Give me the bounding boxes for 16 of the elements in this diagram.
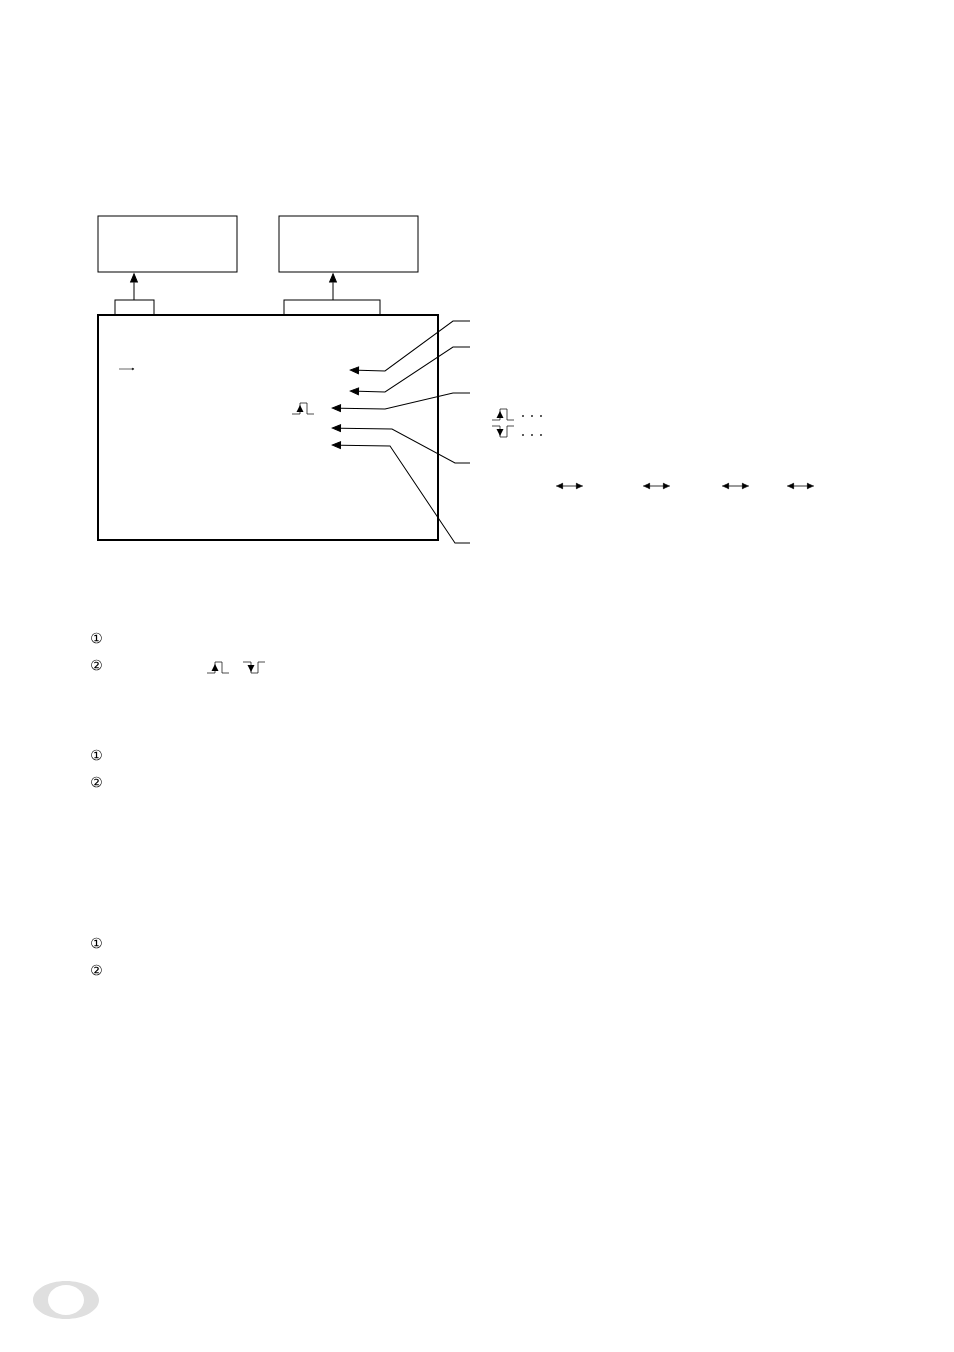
bracket-arrow — [283, 273, 381, 315]
bracket-arrow — [114, 273, 155, 315]
leader-line — [331, 392, 471, 413]
frame-box — [278, 215, 419, 273]
leader-line — [349, 320, 471, 375]
circled-number: ① — [91, 632, 102, 644]
circled-number: ② — [91, 659, 102, 671]
leader-line — [349, 346, 471, 396]
leader-line — [331, 441, 471, 544]
frame-box — [97, 215, 238, 273]
frame-box — [97, 314, 439, 541]
circled-number: ① — [91, 749, 102, 761]
circled-number: ② — [91, 964, 102, 976]
circled-number: ① — [91, 937, 102, 949]
leader-line — [331, 424, 471, 464]
circled-number: ② — [91, 776, 102, 788]
